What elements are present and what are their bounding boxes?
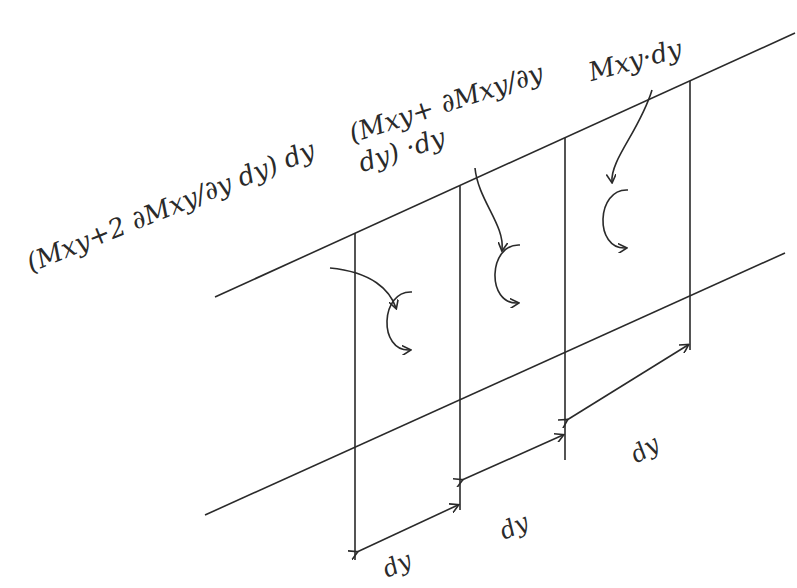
dimension-label: dy [378, 546, 416, 584]
dimension-label: dy [625, 430, 665, 470]
dimension-label: dy [495, 508, 533, 546]
moment-label: (Mxy+ ∂Mxy/∂y dy) ·dy [345, 49, 583, 179]
moment-label: Mxy·dy [585, 33, 685, 88]
moment-label: (Mxy+2 ∂Mxy/∂y dy) dy [22, 134, 320, 278]
